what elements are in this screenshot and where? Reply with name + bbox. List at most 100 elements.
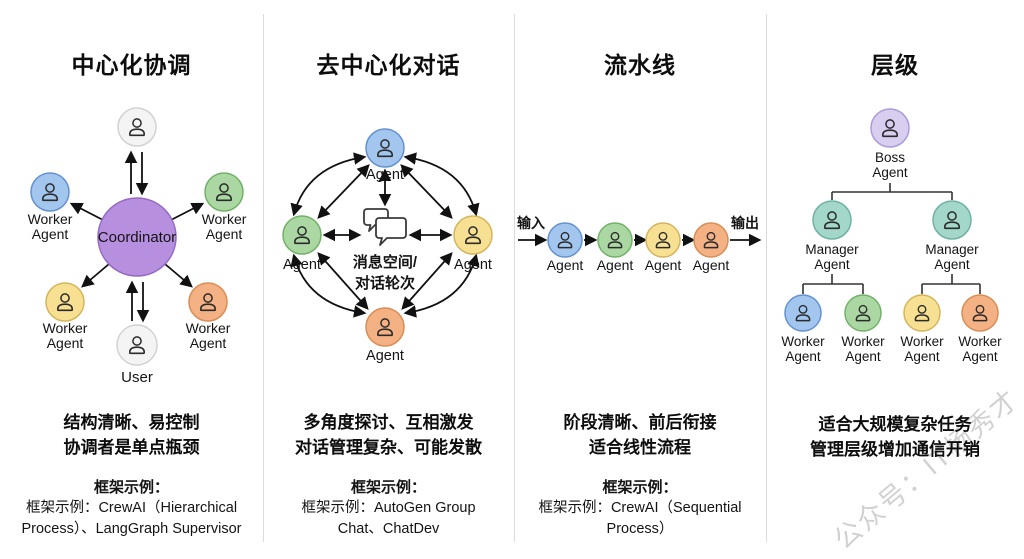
chat-space-icon [363,208,407,246]
description-line: 协调者是单点瓶颈 [63,438,200,457]
column-description: 适合大规模复杂任务 管理层级增加通信开销 [766,412,1024,462]
agent-node-orange: Agent [693,222,730,273]
framework-examples: 框架示例： 框架示例：AutoGen Group Chat、ChatDev [263,477,514,540]
input-label: 输入 [517,215,545,231]
worker-node-yellow: Worker Agent [43,282,88,351]
framework-examples: 框架示例： 框架示例：CrewAI（Sequential Process） [514,477,766,540]
top-user-node [117,107,157,147]
chat-space-label: 消息空间/ [353,253,418,271]
peer-arrows [290,152,480,318]
svg-text:Agent: Agent [645,257,682,273]
framework-line: Chat、ChatDev [337,521,440,537]
svg-text:Agent: Agent [283,257,321,273]
worker-agent-node: Worker Agent [958,294,1002,364]
boss-agent-node: Boss Agent [870,108,910,180]
svg-text:Agent: Agent [845,349,881,364]
svg-text:Worker: Worker [28,211,73,227]
user-label: User [121,369,153,386]
description-line: 对话管理复杂、可能发散 [295,438,482,457]
manager-agent-node: Manager Agent [925,200,979,272]
framework-examples: 框架示例： 框架示例：CrewAI（Hierarchical Process）、… [0,477,263,540]
column-title: 流水线 [604,52,676,79]
description-line: 阶段清晰、前后衔接 [563,413,717,432]
worker-node-orange: Worker Agent [186,282,231,351]
column-description: 阶段清晰、前后衔接 适合线性流程 [514,410,766,460]
description-line: 适合线性流程 [589,438,691,457]
hierarchy-tree-lines [802,183,981,294]
framework-line: 框架示例：CrewAI（Sequential [538,500,742,516]
user-node: User [116,324,158,386]
column-divider [514,14,515,542]
column-centralized: 中心化协调 结构清晰、易控制 协调者是单点瓶颈 框架示例： 框架示例：CrewA… [0,0,263,559]
agent-node-orange: Agent [365,307,405,364]
svg-text:Agent: Agent [962,349,998,364]
description-line: 多角度探讨、互相激发 [303,413,474,432]
svg-text:Agent: Agent [547,257,584,273]
svg-text:Boss: Boss [875,150,905,165]
svg-text:Agent: Agent [47,335,84,351]
framework-line: 框架示例：CrewAI（Hierarchical [25,500,238,516]
agent-node-green: Agent [282,215,322,273]
centralized-diagram: Coordinator Worker Agent Worker Agent Wo… [28,107,247,386]
svg-text:Worker: Worker [202,211,247,227]
description-line: 管理层级增加通信开销 [810,440,980,459]
description-line: 结构清晰、易控制 [63,413,200,432]
svg-text:Agent: Agent [785,349,821,364]
framework-line: 框架示例：AutoGen Group [301,500,476,516]
svg-text:Worker: Worker [841,334,885,349]
column-decentralized: 去中心化对话 多角度探讨、互相激发 对话管理复杂、可能发散 框架示例： 框架示例… [263,0,514,559]
svg-text:Agent: Agent [190,335,227,351]
worker-node-blue: Worker Agent [28,172,73,242]
worker-agent-node: Worker Agent [841,294,885,364]
coordinator-arrows [69,150,205,323]
agent-node-blue: Agent [365,128,405,183]
svg-text:Agent: Agent [934,257,970,272]
output-label: 输出 [731,215,759,231]
column-title: 中心化协调 [71,52,192,79]
hierarchy-diagram: Boss Agent Manager Agent Manager Agent W… [781,108,1002,364]
svg-text:Worker: Worker [781,334,825,349]
column-title: 层级 [871,52,919,79]
svg-text:Agent: Agent [814,257,850,272]
svg-text:Agent: Agent [366,167,404,183]
column-divider [263,14,264,542]
svg-text:Agent: Agent [693,257,730,273]
coordinator-label: Coordinator [98,229,176,246]
framework-line: Process） [606,521,674,537]
column-description: 多角度探讨、互相激发 对话管理复杂、可能发散 [263,410,514,460]
decentralized-diagram: Agent Agent Agent Agent 消息空间/ 对话轮次 [282,128,493,364]
svg-text:Worker: Worker [43,320,88,336]
svg-text:Agent: Agent [904,349,940,364]
chat-space-label: 对话轮次 [355,274,415,292]
pipeline-diagram: 输入 输出 Agent Agent Agent Agent [517,215,762,273]
svg-text:Agent: Agent [206,226,243,242]
worker-node-green: Worker Agent [202,172,247,242]
worker-agent-node: Worker Agent [781,294,825,364]
coordinator-node: Coordinator [97,197,177,277]
svg-text:Agent: Agent [597,257,634,273]
agent-node-yellow: Agent [645,222,682,273]
framework-header: 框架示例： [93,479,169,496]
svg-text:Manager: Manager [925,242,979,257]
framework-header: 框架示例： [350,479,426,496]
agent-node-green: Agent [597,222,634,273]
column-title: 去中心化对话 [316,52,461,79]
column-hierarchy: 层级 适合大规模复杂任务 管理层级增加通信开销 [766,0,1024,559]
svg-text:Manager: Manager [805,242,859,257]
column-pipeline: 流水线 阶段清晰、前后衔接 适合线性流程 框架示例： 框架示例：CrewAI（S… [514,0,766,559]
column-description: 结构清晰、易控制 协调者是单点瓶颈 [0,410,263,460]
svg-text:Agent: Agent [32,226,69,242]
svg-text:Agent: Agent [366,348,404,364]
svg-text:Worker: Worker [186,320,231,336]
agent-node-blue: Agent [547,222,584,273]
worker-agent-node: Worker Agent [900,294,944,364]
svg-text:Agent: Agent [872,165,908,180]
manager-agent-node: Manager Agent [805,200,859,272]
description-line: 适合大规模复杂任务 [818,415,972,434]
svg-text:Agent: Agent [454,257,492,273]
svg-text:Worker: Worker [958,334,1002,349]
agent-node-yellow: Agent [453,215,493,273]
framework-header: 框架示例： [602,479,678,496]
column-divider [766,14,767,542]
